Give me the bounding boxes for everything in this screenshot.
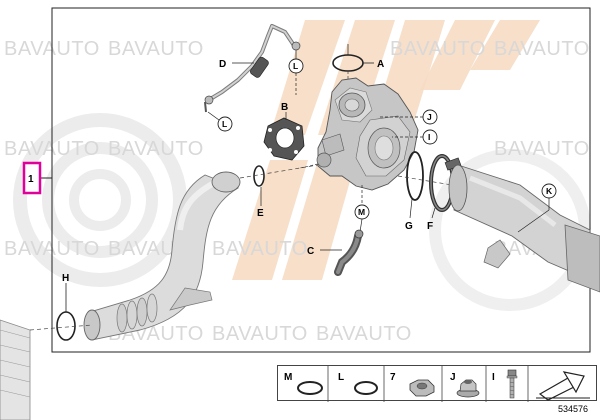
watermark-text: BAVAUTO <box>390 38 486 60</box>
legend-item-letter: J <box>450 372 456 383</box>
hex-nut-icon <box>409 379 435 397</box>
legend-item-letter: 7 <box>390 372 396 383</box>
item-number-highlight[interactable] <box>22 161 42 195</box>
bolt-icon <box>506 369 518 399</box>
o-ring-h <box>29 283 93 341</box>
watermark-text: BAVAUTO <box>212 238 308 260</box>
o-ring-m-icon <box>297 381 323 395</box>
legend-item-letter: M <box>284 372 292 383</box>
watermark-text: BAVAUTO <box>108 138 204 160</box>
catalytic-converter <box>448 164 600 293</box>
hardware-legend-graphics: M L 7 J I <box>284 366 590 402</box>
callout-l-left-letter: L <box>222 119 227 129</box>
diagram-frame <box>51 7 591 353</box>
watermark-text: BAVAUTO <box>494 38 590 60</box>
next-page-arrow-icon[interactable] <box>536 371 590 401</box>
o-ring-e <box>239 164 319 206</box>
callout-i-leader <box>392 129 438 145</box>
assembly-axis-line <box>397 175 471 189</box>
o-ring-l-icon <box>354 381 378 395</box>
callout-e: E <box>257 208 264 219</box>
callout-c: C <box>307 246 314 257</box>
callout-k-leader <box>517 183 557 233</box>
legend-item-letter: I <box>492 372 495 383</box>
watermark-text: BAVAUTO <box>316 323 412 345</box>
callout-j: J <box>427 112 432 122</box>
callout-h: H <box>62 273 69 284</box>
callout-m-leader <box>354 185 370 233</box>
callout-k: K <box>546 186 553 196</box>
callout-j-leader <box>378 109 438 125</box>
o-ring-a <box>332 44 374 88</box>
callout-i: I <box>428 132 430 142</box>
callout-f: F <box>427 221 433 232</box>
gasket-b <box>263 112 305 161</box>
callout-l-top-letter: L <box>293 61 298 71</box>
hardware-legend: M L 7 J I <box>277 365 597 402</box>
callout-d: D <box>219 59 226 70</box>
flange-nut-icon <box>456 379 480 398</box>
callout-m: M <box>358 207 365 217</box>
charge-air-pipe <box>83 171 241 341</box>
item-number: 1 <box>28 174 34 185</box>
watermark-text: BAVAUTO <box>212 323 308 345</box>
watermark-text: BAVAUTO <box>494 138 590 160</box>
coolant-hose-c <box>320 229 364 276</box>
diagram-reference-number: 534576 <box>557 404 588 414</box>
callout-l-left <box>207 111 233 132</box>
o-ring-g <box>406 151 424 219</box>
callout-a: A <box>377 59 384 70</box>
oil-feed-line <box>204 24 301 113</box>
callout-b: B <box>281 102 288 113</box>
legend-item-letter: L <box>338 372 344 383</box>
callout-l-top <box>288 50 304 95</box>
turbocharger <box>299 77 419 191</box>
callout-g: G <box>405 221 413 232</box>
watermark-text: BAVAUTO <box>108 38 204 60</box>
intercooler <box>0 319 31 420</box>
